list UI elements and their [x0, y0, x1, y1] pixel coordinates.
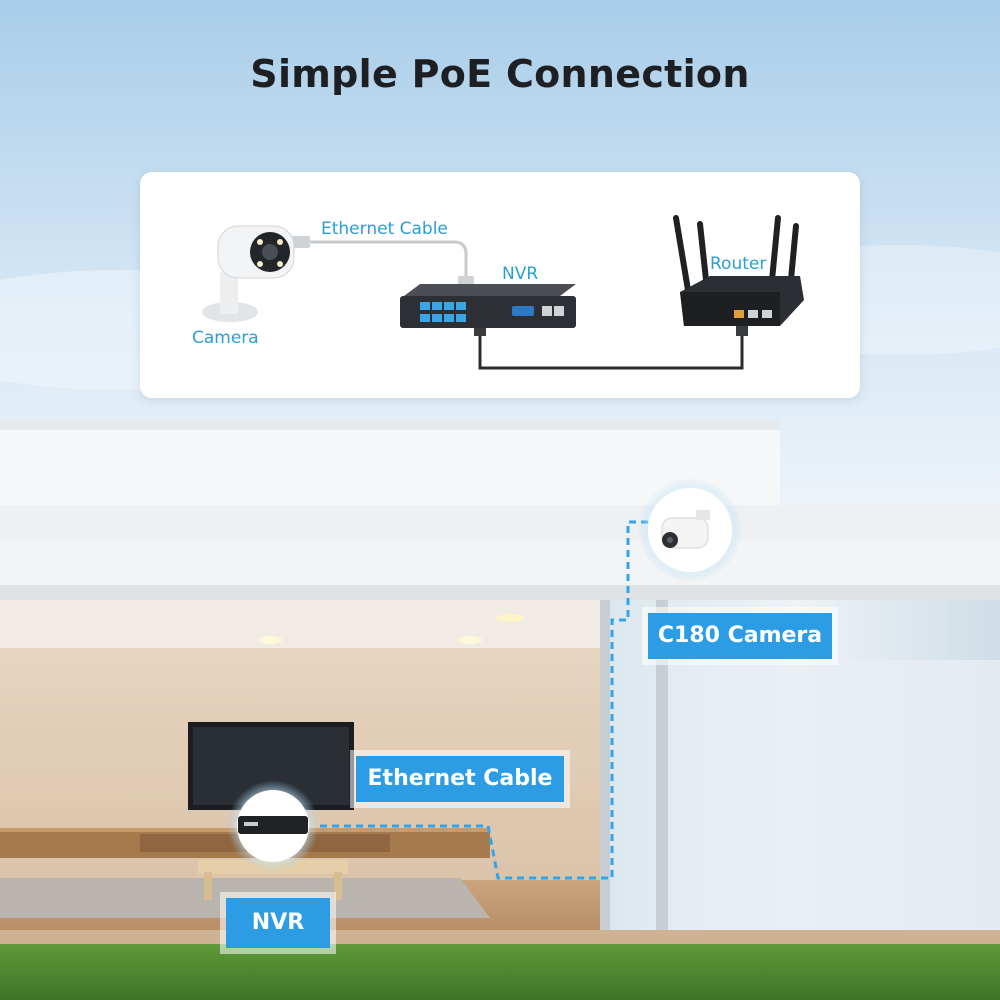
diagram-camera-label: Camera [192, 328, 259, 348]
page-title: Simple PoE Connection [250, 52, 750, 96]
diagram-ethernet-cable-label: Ethernet Cable [321, 219, 448, 239]
nvr-tag: NVR [226, 898, 330, 948]
connection-diagram-card: Ethernet Cable NVR Router Camera [140, 172, 860, 398]
diagram-router-label: Router [710, 254, 767, 274]
ethernet-cable-tag: Ethernet Cable [356, 756, 564, 802]
diagram-router-icon [673, 215, 804, 326]
scene-nvr-icon [238, 816, 308, 834]
diagram-nvr-icon [400, 284, 576, 328]
c180-camera-tag: C180 Camera [648, 613, 832, 659]
diagram-camera-icon [202, 225, 295, 322]
scene-camera-icon [661, 510, 710, 549]
diagram-nvr-label: NVR [502, 264, 539, 284]
